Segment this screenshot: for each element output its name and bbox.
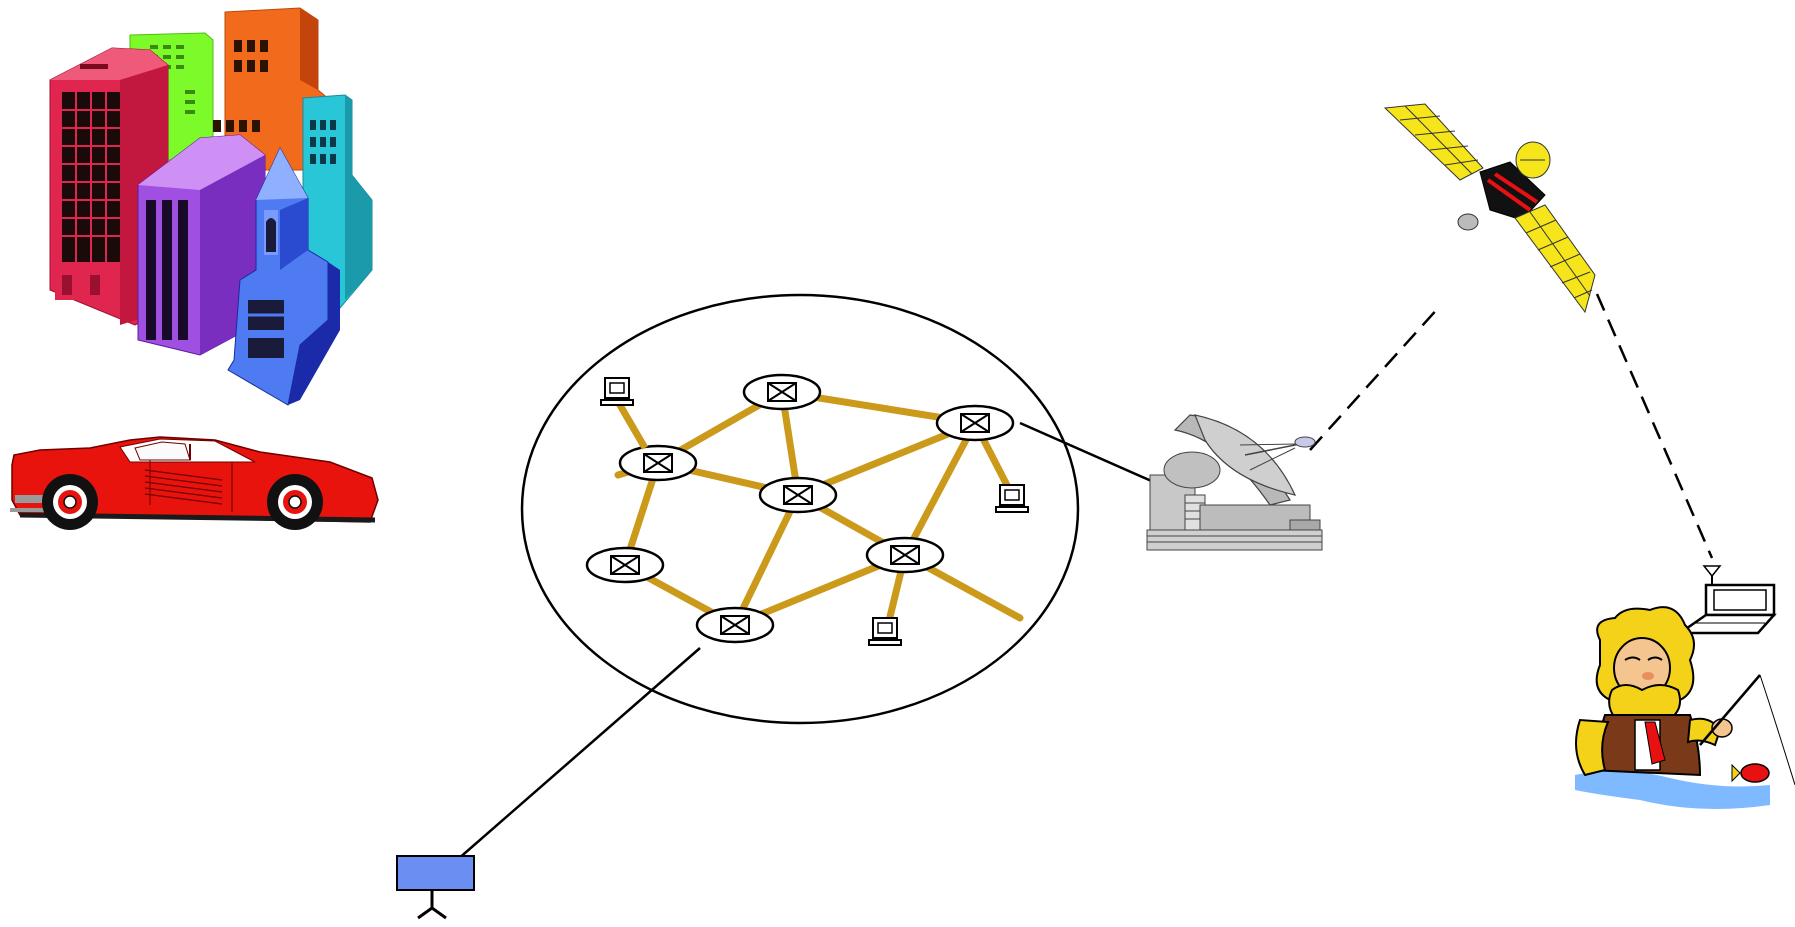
sports-car-icon (10, 436, 379, 530)
wireless-terminal-icon (396, 855, 475, 920)
network-cloud (520, 293, 1080, 725)
host-computer-icon (868, 617, 902, 646)
fisherman-icon (1575, 606, 1795, 809)
switch-node (742, 373, 822, 411)
laptop-icon (1675, 565, 1777, 635)
switch-node (758, 476, 838, 514)
satellite-to-laptop-link (1595, 293, 1714, 559)
satellite-dish-icon (1146, 414, 1323, 551)
dish-to-satellite-link (1309, 305, 1441, 451)
terminal-to-network-link (456, 647, 701, 861)
switch-node (935, 404, 1015, 442)
switch-node (618, 444, 698, 482)
host-computer-icon (995, 484, 1029, 513)
switch-node (695, 606, 775, 644)
switch-node (585, 546, 665, 584)
satellite-icon (1383, 103, 1596, 314)
dish-to-network-link (1019, 421, 1166, 489)
host-computer-icon (600, 377, 649, 450)
switch-node (865, 536, 945, 574)
city-buildings-icon (49, 7, 373, 406)
network-boundary (520, 293, 1080, 725)
